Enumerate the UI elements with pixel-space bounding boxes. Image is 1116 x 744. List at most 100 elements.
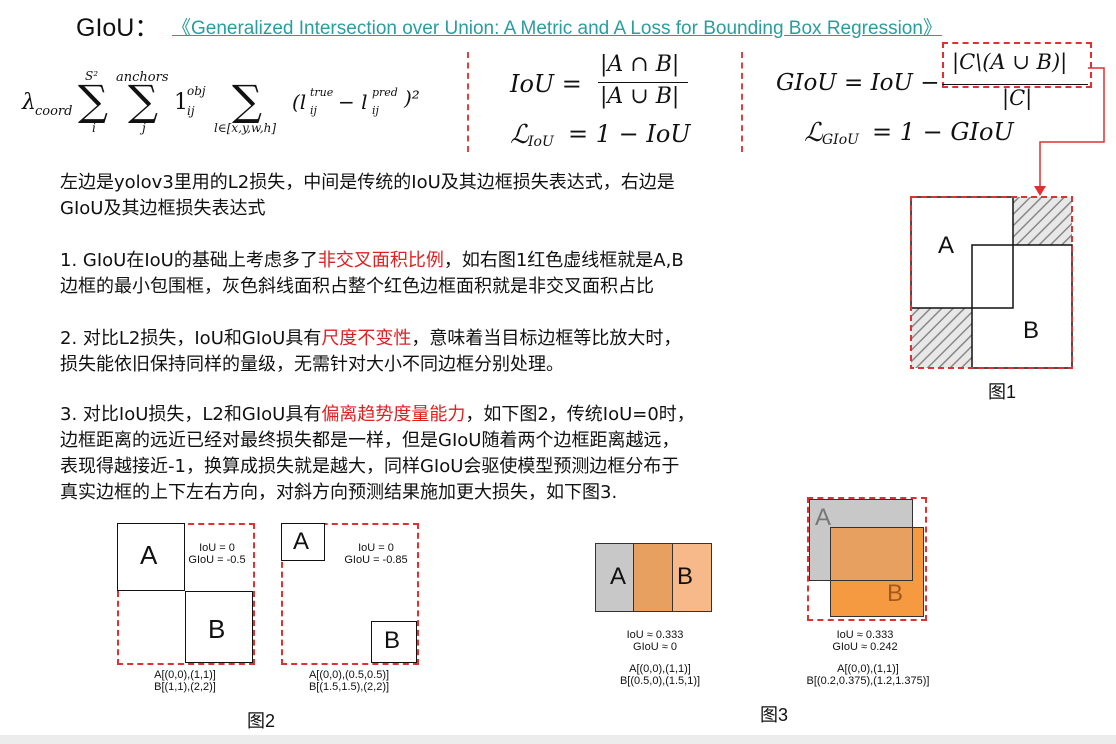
iou-denominator: |A ∪ B| — [600, 84, 680, 109]
l2-indicator: 1 — [174, 90, 188, 115]
point-1-line-2: 边框的最小包围框，灰色斜线面积占整个红色边框面积就是非交叉面积占比 — [60, 276, 654, 297]
connector-arrow — [1034, 67, 1105, 196]
fig2-left-metrics: IoU = 0 GIoU = -0.5 — [182, 542, 252, 566]
fig1-hatch-top-right — [1013, 197, 1072, 245]
giou-loss-rhs: = 1 − GIoU — [872, 118, 1014, 146]
l2-sum2-bottom: j — [142, 121, 146, 135]
fig2-left-label-a: A — [140, 540, 158, 570]
giou-formula: GIoU = IoU − |C\(A ∪ B)| |C| ℒ GIoU = 1 … — [776, 40, 1106, 155]
fig2-left-box-b — [185, 591, 253, 663]
fig2-left-enclosing-box — [117, 523, 255, 665]
fig2-right-box-a — [281, 523, 325, 561]
fig3-right-giou: GIoU ≈ 0.242 — [832, 641, 898, 653]
giou-lhs: GIoU = IoU − — [776, 70, 940, 96]
point-2-highlight: 尺度不变性 — [321, 328, 412, 349]
fig3-right-enclosing-box — [807, 497, 927, 621]
fig3-right-label-a: A — [815, 504, 832, 531]
point-3-text-b: ，如下图2，传统IoU=0时， — [465, 404, 695, 425]
point-1-text-b: ，如右图1红色虚线框就是A,B — [443, 250, 684, 271]
fig1-label-a: A — [938, 232, 955, 259]
fig3-caption: 图3 — [760, 705, 789, 725]
giou-numerator-highlight — [942, 42, 1092, 88]
fig2-left-box-a — [117, 523, 185, 591]
giou-fraction-bar — [942, 84, 1088, 85]
l2-sum3-bottom: l∈[x,y,w,h] — [214, 121, 277, 135]
iou-numerator: |A ∩ B| — [600, 52, 680, 77]
iou-lhs: IoU = — [510, 70, 582, 98]
fig3-left-giou: GIoU ≈ 0 — [633, 641, 677, 653]
giou-numerator: |C\(A ∪ B)| — [952, 50, 1068, 74]
fig1-box-a — [910, 196, 1014, 309]
l2-indicator-sup: obj — [187, 84, 206, 98]
fig3-left-coords: A[(0,0),(1,1)] B[(0.5,0),(1.5,1)] — [600, 663, 720, 687]
l2-sum2-symbol: ∑ — [128, 76, 158, 125]
l2-coord-sub: coord — [35, 104, 73, 119]
fig1-caption: 图1 — [988, 382, 1017, 402]
point-3-line-1: 3. 对比IoU损失，L2和GIoU具有偏离趋势度量能力，如下图2，传统IoU=… — [60, 402, 820, 428]
fig2-left-iou: IoU = 0 — [199, 542, 235, 554]
point-3-text-a: 3. 对比IoU损失，L2和GIoU具有 — [60, 404, 322, 425]
fig2-right-coords: A[(0,0),(0.5,0.5)] B[(1.5,1.5),(2,2)] — [284, 669, 414, 693]
fig3-right-coords: A[(0,0),(1,1)] B[(0.2,0.375),(1.2,1.375)… — [788, 663, 948, 687]
fig1-label-b: B — [1023, 317, 1040, 344]
l2-term-open: (l — [292, 90, 307, 114]
point-2-text-a: 2. 对比L2损失，IoU和GIoU具有 — [60, 328, 322, 349]
point-2-text-b: ，意味着当目标边框等比放大时， — [411, 328, 682, 349]
fig3-left-metrics: IoU ≈ 0.333 GIoU ≈ 0 — [610, 629, 700, 653]
fig2-right-box-b — [371, 621, 417, 663]
giou-loss-symbol: ℒ — [804, 118, 823, 148]
giou-loss-sub: GIoU — [822, 132, 859, 148]
l2-minus: − l — [338, 90, 368, 114]
fig2-right-giou: GIoU = -0.85 — [344, 554, 408, 566]
iou-loss-sub: IoU — [528, 134, 554, 150]
paper-link[interactable]: 《Generalized Intersection over Union: A … — [172, 18, 942, 39]
point-1: 1. GIoU在IoU的基础上考虑多了非交叉面积比例，如右图1红色虚线框就是A,… — [60, 248, 820, 300]
l2-true-sub: ij — [310, 104, 317, 117]
point-3: 3. 对比IoU损失，L2和GIoU具有偏离趋势度量能力，如下图2，传统IoU=… — [60, 402, 820, 506]
fig3-right-coord-b: B[(0.2,0.375),(1.2,1.375)] — [806, 675, 930, 687]
iou-loss-rhs: = 1 − IoU — [568, 120, 691, 148]
l2-pred-sub: ij — [372, 104, 379, 117]
point-3-line-4: 真实边框的上下左右方向，对斜方向预测结果施加更大损失，如下图3. — [60, 482, 618, 503]
fig2-left-label-b: B — [208, 614, 226, 644]
figure-1 — [910, 196, 1073, 369]
point-2: 2. 对比L2损失，IoU和GIoU具有尺度不变性，意味着当目标边框等比放大时，… — [60, 326, 820, 378]
fig3-left-overlap — [633, 543, 673, 612]
giou-denominator: |C| — [1002, 86, 1033, 110]
fig2-right-iou: IoU = 0 — [358, 542, 394, 554]
fig2-left-coords: A[(0,0),(1,1)] B[(1,1),(2,2)] — [120, 669, 250, 693]
l2-sum3-symbol: ∑ — [232, 76, 262, 125]
fig2-right-label-b: B — [384, 627, 401, 654]
l2-sum1-top: S² — [85, 69, 99, 83]
fig2-left-coord-b: B[(1,1),(2,2)] — [154, 681, 216, 693]
iou-fraction-bar — [598, 82, 688, 83]
fig3-right-metrics: IoU ≈ 0.333 GIoU ≈ 0.242 — [815, 629, 915, 653]
point-3-highlight: 偏离趋势度量能力 — [321, 404, 466, 425]
point-3-line-2: 边框距离的远近已经对最终损失都是一样，但是GIoU随着两个边框距离越远， — [60, 430, 680, 451]
page-title: GIoU： — [76, 14, 160, 42]
fig3-right-iou: IoU ≈ 0.333 — [836, 629, 894, 641]
fig2-right-coord-a: A[(0,0),(0.5,0.5)] — [308, 669, 390, 681]
l2-sum1-symbol: ∑ — [78, 76, 108, 125]
iou-formula: IoU = |A ∩ B| |A ∪ B| ℒ IoU = 1 − IoU — [510, 52, 730, 157]
intro-line-2: GIoU及其边框损失表达式 — [60, 198, 266, 219]
l2-indicator-sub: ij — [187, 104, 195, 118]
fig3-left-coord-a: A[(0,0),(1,1)] — [629, 663, 691, 675]
fig3-left-iou: IoU ≈ 0.333 — [626, 629, 684, 641]
fig1-hatch-bottom-left — [911, 308, 972, 368]
l2-pred-sup: pred — [372, 86, 398, 99]
l2-term-close: )² — [404, 86, 420, 110]
bottom-bar — [0, 735, 1116, 744]
intro-line-1: 左边是yolov3里用的L2损失，中间是传统的IoU及其边框损失表达式，右边是 — [60, 172, 675, 193]
fig3-left-label-a: A — [610, 563, 627, 590]
point-3-line-3: 表现得越接近-1，换算成损失就是越大，同样GIoU会驱使模型预测边框分布于 — [60, 456, 680, 477]
fig1-box-b — [971, 244, 1073, 369]
l2-lambda: λ — [22, 90, 36, 115]
fig3-left-label-b: B — [677, 563, 694, 590]
fig2-left-giou: GIoU = -0.5 — [188, 554, 246, 566]
point-1-highlight: 非交叉面积比例 — [317, 250, 444, 271]
fig3-left-coord-b: B[(0.5,0),(1.5,1)] — [619, 675, 701, 687]
point-2-line-1: 2. 对比L2损失，IoU和GIoU具有尺度不变性，意味着当目标边框等比放大时， — [60, 326, 820, 352]
fig2-right-enclosing-box — [281, 523, 419, 665]
l2-formula: λ coord S² ∑ i anchors ∑ j 1 obj ij ∑ l∈… — [22, 64, 462, 144]
